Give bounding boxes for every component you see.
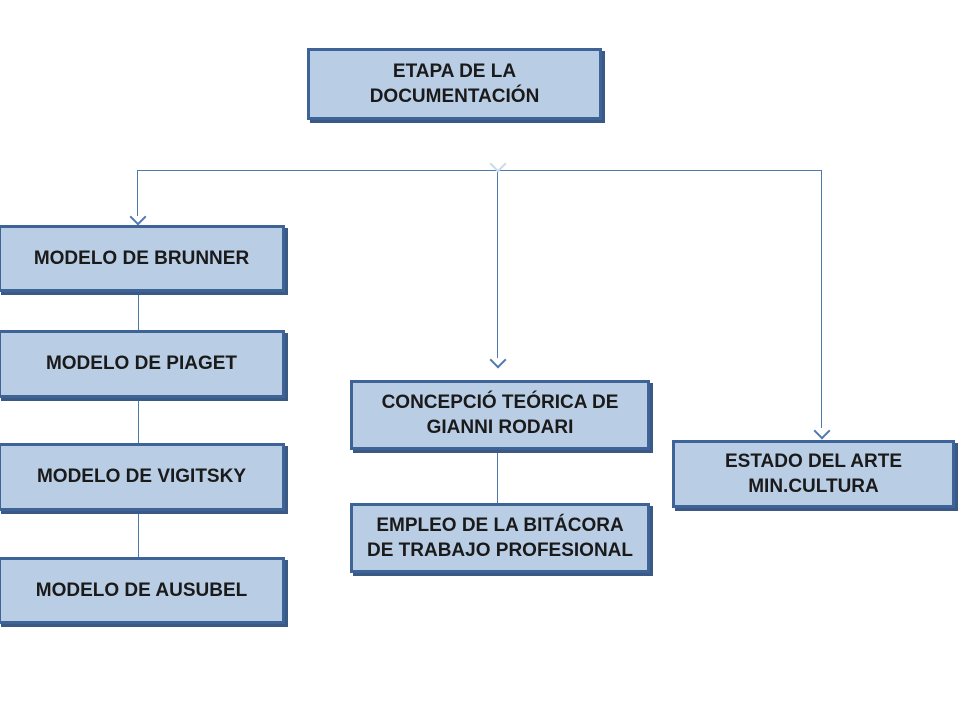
- node-empleo-bitacora: EMPLEO DE LA BITÁCORA DE TRABAJO PROFESI…: [350, 503, 650, 573]
- node-label-line: CONCEPCIÓ TEÓRICA DE: [381, 391, 619, 413]
- connector-drop-rodari: [497, 170, 498, 358]
- node-etapa-documentacion: ETAPA DE LA DOCUMENTACIÓN: [307, 48, 602, 120]
- node-modelo-ausubel: MODELO DE AUSUBEL: [0, 557, 285, 624]
- connector-drop-brunner: [137, 170, 138, 216]
- node-estado-arte: ESTADO DEL ARTE MIN.CULTURA: [672, 440, 955, 508]
- connector-vigitsky-ausubel: [138, 511, 139, 557]
- arrowhead-down-icon: [129, 208, 147, 226]
- node-label-line: ESTADO DEL ARTE: [725, 450, 902, 472]
- node-label-line: DOCUMENTACIÓN: [369, 86, 540, 107]
- arrowhead-down-icon: [489, 351, 507, 369]
- connector-drop-estado: [821, 170, 822, 428]
- node-modelo-vigitsky: MODELO DE VIGITSKY: [0, 443, 285, 511]
- node-label-line: DE TRABAJO PROFESIONAL: [366, 540, 634, 561]
- node-modelo-brunner: MODELO DE BRUNNER: [0, 225, 285, 292]
- node-label-line: EMPLEO DE LA BITÁCORA: [376, 514, 624, 536]
- node-label-line: MODELO DE BRUNNER: [33, 247, 250, 269]
- connector-trunk-horizontal: [137, 170, 822, 171]
- node-label-line: ETAPA DE LA: [392, 60, 517, 82]
- node-label-line: MODELO DE VIGITSKY: [36, 466, 247, 488]
- node-label-line: MIN.CULTURA: [748, 476, 879, 497]
- node-label-line: GIANNI RODARI: [426, 417, 574, 438]
- arrowhead-down-icon: [813, 422, 831, 440]
- node-label-line: MODELO DE PIAGET: [45, 353, 238, 375]
- connector-piaget-vigitsky: [138, 398, 139, 443]
- connector-rodari-bitacora: [497, 450, 498, 503]
- node-concepcion-rodari: CONCEPCIÓ TEÓRICA DE GIANNI RODARI: [350, 380, 650, 450]
- node-modelo-piaget: MODELO DE PIAGET: [0, 330, 285, 398]
- node-label-line: MODELO DE AUSUBEL: [35, 579, 248, 601]
- connector-brunner-piaget: [138, 292, 139, 330]
